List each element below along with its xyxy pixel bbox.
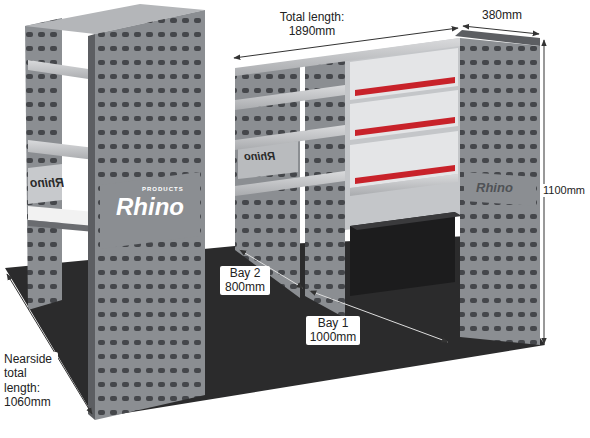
storage-box-top — [350, 212, 462, 230]
shelf — [235, 125, 345, 150]
shelf — [235, 171, 345, 196]
right-end-panel — [460, 38, 540, 345]
logo-area — [464, 172, 536, 206]
shelf — [28, 60, 95, 80]
bay-label: Bay 2 800mm — [220, 266, 270, 295]
drawer-handle — [355, 117, 455, 136]
shelf — [350, 174, 458, 196]
bay1-back — [345, 38, 460, 230]
bay-label: Bay 1 1000mm — [306, 316, 360, 345]
drawer — [350, 90, 458, 140]
dimension-line — [463, 26, 539, 34]
brand-logo: Rhino — [244, 150, 275, 163]
dimension-label: Total length: 1890mm — [264, 10, 360, 39]
shelf-lip — [28, 220, 95, 232]
shelf — [235, 85, 345, 110]
dimension-label: 1100mm — [541, 184, 587, 197]
brand-logo: Rhino — [476, 180, 513, 196]
shelf — [28, 140, 95, 160]
brand-subtitle: PRODUCTS — [142, 186, 184, 193]
front-end-panel — [88, 34, 95, 420]
dimension-label: Nearside total length: 1060mm — [2, 352, 58, 410]
dimension-label: 380mm — [480, 8, 524, 22]
brand-logo: Rhino — [116, 193, 184, 222]
brand-logo: Rhino — [30, 176, 64, 190]
front-end-panel — [95, 10, 205, 420]
logo-area — [100, 172, 200, 249]
